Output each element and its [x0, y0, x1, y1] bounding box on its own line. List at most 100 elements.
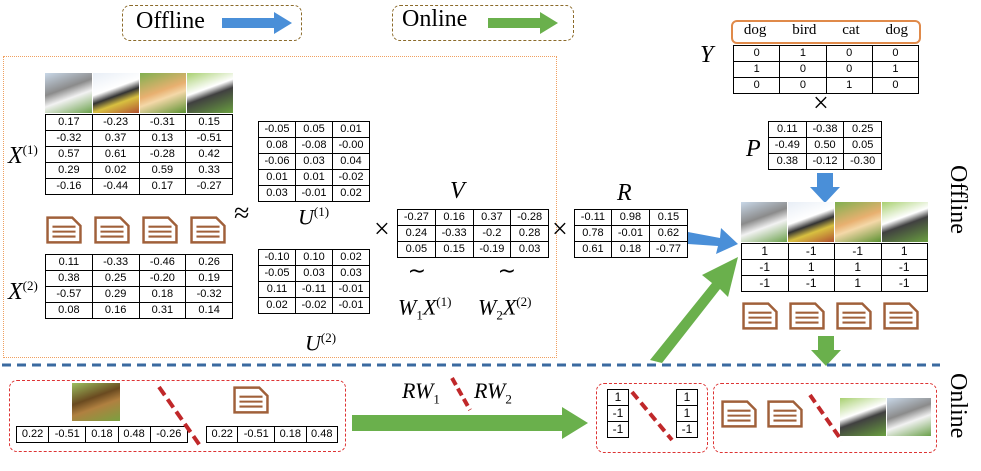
y-cell: 1	[871, 61, 920, 78]
b-cell: 1	[880, 243, 928, 260]
x1-cell: -0.16	[45, 178, 93, 195]
v-cell: -0.33	[434, 225, 474, 242]
b-cell: -1	[787, 275, 835, 292]
r-cell: 0.61	[574, 241, 612, 258]
u1-cell: 0.03	[258, 185, 296, 202]
v-cell: 0.15	[434, 241, 474, 258]
result-red-slash	[808, 393, 844, 443]
label-x1: X(1)	[8, 142, 38, 170]
x1-cell: -0.28	[138, 146, 187, 163]
blue-arrow-down-1	[810, 173, 840, 203]
u2-cell: -0.10	[258, 249, 296, 266]
query-txt-cell: 0.48	[305, 426, 338, 443]
label-w1x1-x: X	[422, 294, 437, 320]
b-cell: -1	[880, 275, 928, 292]
label-w2x2-x: X	[502, 294, 517, 320]
v-cell: -0.19	[472, 241, 512, 258]
image-dog-1	[45, 73, 92, 113]
x1-cell: -0.31	[138, 114, 187, 131]
y-header-bird: bird	[792, 22, 817, 38]
code-left-cell: -1	[607, 421, 629, 438]
online-query-region	[9, 380, 346, 452]
label-x2-base: X	[8, 279, 23, 305]
doc-icon-4	[190, 216, 226, 244]
x2-cell: 0.14	[185, 302, 233, 319]
r-cell: 0.62	[648, 225, 689, 242]
similar-symbol-2: ≀	[495, 266, 521, 276]
image-b-cat	[835, 202, 881, 242]
u1-cell: 0.01	[258, 169, 296, 186]
query-img-cell: 0.22	[15, 426, 50, 443]
x2-cell: 0.11	[45, 254, 93, 271]
x1-cell: 0.15	[185, 114, 233, 131]
code-red-slash	[630, 390, 674, 442]
label-rw2-sub: 2	[505, 391, 512, 407]
query-txt-cell: 0.22	[205, 426, 239, 443]
doc-icon-b-2	[789, 302, 825, 330]
label-x1-sup: (1)	[22, 142, 38, 157]
label-x2: X(2)	[8, 278, 38, 306]
u1-cell: -0.05	[258, 121, 296, 138]
image-result-dog-2	[887, 398, 931, 436]
y-header-box	[731, 20, 921, 44]
u2-cell: -0.11	[295, 281, 333, 298]
u2-cell: 0.11	[258, 281, 296, 298]
blue-arrow-r-to-b	[688, 228, 738, 254]
doc-icon-b-4	[883, 302, 919, 330]
code-right-row: -1	[676, 421, 698, 438]
query-img-cell: 0.48	[117, 426, 151, 443]
times-symbol-1: ×	[374, 214, 390, 245]
x1-cell: 0.33	[185, 162, 233, 179]
side-label-online: Online	[945, 373, 971, 439]
label-u2-sup: (2)	[320, 330, 337, 345]
u1-cell: 0.03	[295, 153, 333, 170]
image-b-bird	[788, 202, 834, 242]
label-u1: U(1)	[298, 204, 329, 230]
x1-cell: 0.13	[138, 130, 187, 147]
x1-cell: 0.42	[185, 146, 233, 163]
x2-cell: 0.19	[185, 270, 233, 287]
v-cell: -0.2	[472, 225, 512, 242]
label-p: P	[746, 136, 761, 162]
label-u2: U(2)	[305, 330, 336, 356]
u1-cell: -0.02	[332, 169, 370, 186]
code-left-vector: 1-1-1	[607, 389, 629, 438]
query-img-cell: -0.26	[149, 426, 189, 443]
image-result-dog-1	[840, 398, 886, 436]
y-cell: 0	[732, 77, 781, 94]
label-rw1-r: RW	[402, 378, 434, 403]
online-code-region	[596, 383, 708, 453]
v-cell: -0.27	[397, 209, 436, 226]
code-right-cell: 1	[676, 405, 698, 422]
legend-offline-box	[122, 5, 302, 41]
legend-online-text: Online	[402, 6, 468, 32]
u2-cell: 0.02	[258, 297, 296, 314]
rw-red-slash	[450, 377, 472, 411]
code-right-row: 1	[676, 405, 698, 422]
b-cell: -1	[741, 259, 789, 276]
x2-cell: 0.08	[45, 302, 93, 319]
doc-icon-result-1	[721, 400, 757, 428]
u1-row: 0.08-0.08-0.00	[258, 137, 370, 154]
side-label-offline: Offline	[945, 165, 971, 234]
x1-cell: 0.37	[91, 130, 140, 147]
label-y: Y	[700, 42, 714, 68]
legend-offline-text: Offline	[136, 8, 205, 34]
u1-cell: 0.01	[332, 121, 370, 138]
times-symbol-2: ×	[552, 214, 568, 245]
